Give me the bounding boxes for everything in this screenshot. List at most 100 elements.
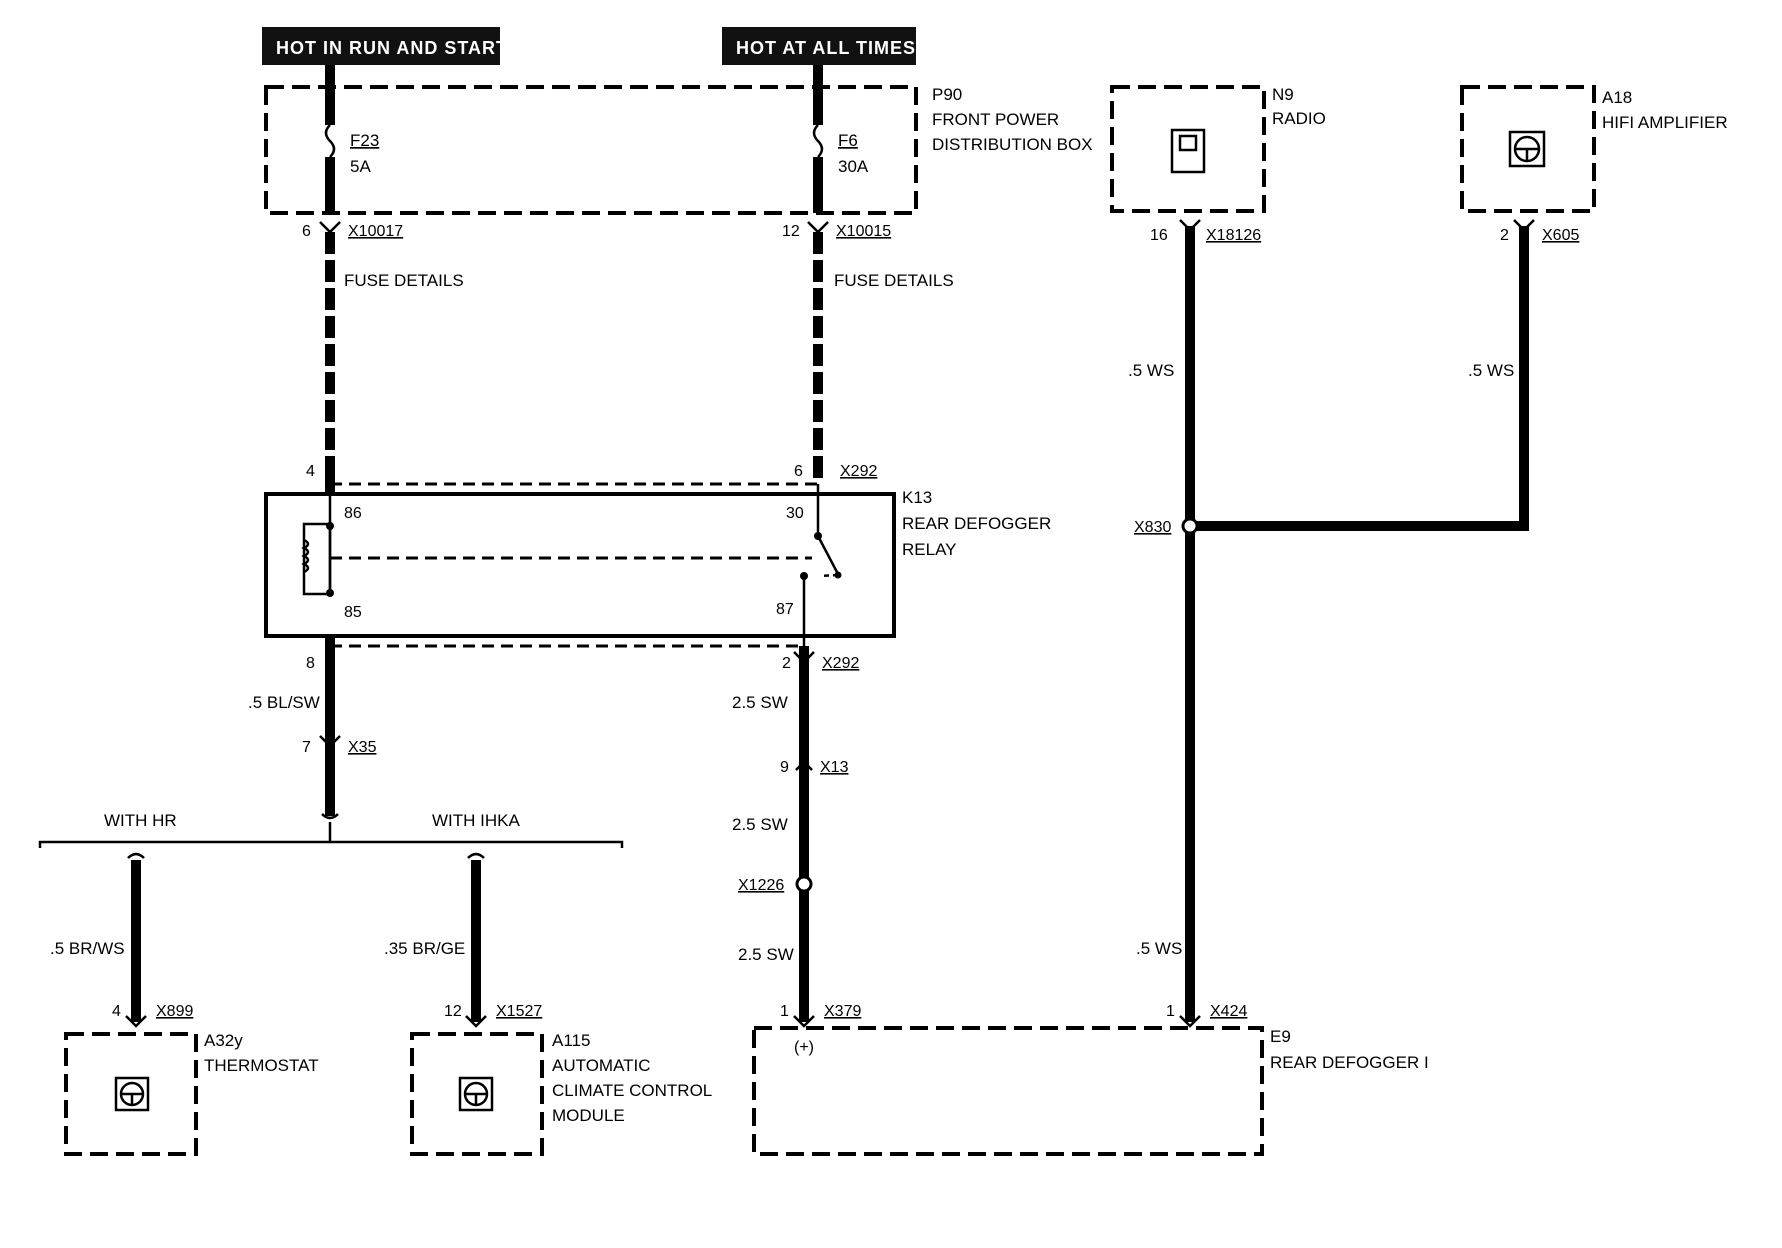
x18126-name: X18126 [1206,227,1261,244]
p90-name-line2: DISTRIBUTION BOX [932,135,1093,154]
option-bracket [38,840,624,848]
connector-x10015-icon [807,221,829,234]
a32y-id: A32y [204,1031,243,1050]
fuse-f23-id: F23 [350,131,379,150]
splice-x830-icon [1181,517,1199,535]
wire-sw-label-1: 2.5 SW [732,693,788,712]
x292-bottom-pin-left: 8 [306,655,315,672]
k13-id: K13 [902,488,932,507]
branch-hr-hook [127,852,145,859]
n9-id: N9 [1272,85,1294,104]
e9-plus-terminal: (+) [794,1039,814,1056]
splice-option-icon [321,813,339,820]
a115-climate-module-box [410,1032,544,1156]
x35-pin: 7 [302,739,311,756]
p90-name-line1: FRONT POWER [932,110,1059,129]
e9-name: REAR DEFOGGER I [1270,1053,1429,1072]
x13-name: X13 [820,759,849,776]
a18-amplifier-box [1460,85,1596,213]
fuse-f6-icon [812,124,824,158]
x13-pin: 9 [780,759,789,776]
radio-unit-icon [1170,128,1206,174]
a115-name-line1: AUTOMATIC [552,1056,651,1075]
fuse-details-left-label: FUSE DETAILS [344,271,464,290]
x10015-pin: 12 [782,223,800,240]
fuse-details-right-label: FUSE DETAILS [834,271,954,290]
a18-id: A18 [1602,88,1632,107]
n9-radio-box [1110,85,1266,213]
wire-br-ge-label: .35 BR/GE [384,939,465,958]
x830-name: X830 [1134,519,1171,536]
branch-ihka-hook [467,852,485,859]
splice-x1226-icon [795,875,813,893]
p90-id: P90 [932,85,962,104]
k13-relay-box [264,492,896,638]
connector-x292-bottom-icon [793,651,815,664]
e9-rear-defogger-box [752,1026,1264,1156]
fuse-f6-id: F6 [838,131,858,150]
x292-top-pin-left: 4 [306,463,315,480]
connector-x424-icon [1179,1015,1201,1028]
k13-name-line1: REAR DEFOGGER [902,514,1051,533]
p90-distribution-box [264,85,918,215]
x292-top-name: X292 [840,463,877,480]
x18126-pin: 16 [1150,227,1168,244]
x424-name: X424 [1210,1003,1247,1020]
x605-pin: 2 [1500,227,1509,244]
x899-pin: 4 [112,1003,121,1020]
a32y-thermostat-box [64,1032,198,1156]
a32y-name: THERMOSTAT [204,1056,319,1075]
k13-coil-icon [301,538,310,574]
connector-x379-icon [793,1015,815,1028]
e9-id: E9 [1270,1027,1291,1046]
fuse-f23-rating: 5A [350,157,371,176]
wire-sw-label-3: 2.5 SW [738,945,794,964]
k13-switch-contact [816,535,840,575]
with-ihka-label: WITH IHKA [432,811,520,830]
connector-x10017-icon [319,221,341,234]
x292-top-pin-right: 6 [794,463,803,480]
x424-pin: 1 [1166,1003,1175,1020]
connector-x899-icon [125,1015,147,1028]
x10017-name: X10017 [348,223,403,240]
fuse-f6-rating: 30A [838,157,869,176]
x379-name: X379 [824,1003,861,1020]
k13-pin87-label: 87 [776,601,794,618]
header-all-times-text: HOT AT ALL TIMES [736,38,916,58]
header-run-start-text: HOT IN RUN AND START [276,38,508,58]
x35-name: X35 [348,739,377,756]
wire-bl-sw-label: .5 BL/SW [248,693,320,712]
x1527-pin: 12 [444,1003,462,1020]
connector-x1527-icon [465,1015,487,1028]
wire-ws-amplifier-label: .5 WS [1468,361,1514,380]
header-hot-at-all-times: HOT AT ALL TIMES [722,27,916,65]
a115-id: A115 [552,1031,590,1050]
x292-bottom-pin-right: 2 [782,655,791,672]
k13-pin30-label: 30 [786,505,804,522]
wire-br-ws-label: .5 BR/WS [50,939,125,958]
header-hot-in-run-and-start: HOT IN RUN AND START [262,27,508,65]
climate-module-icon [458,1076,494,1112]
connector-x35-icon [319,735,341,748]
a115-name-line3: MODULE [552,1106,625,1125]
a115-name-line2: CLIMATE CONTROL [552,1081,712,1100]
k13-switch-gap [819,573,839,578]
a18-name: HIFI AMPLIFIER [1602,113,1728,132]
k13-pin85-label: 85 [344,604,362,621]
x10017-pin: 6 [302,223,311,240]
x379-pin: 1 [780,1003,789,1020]
wire-ws-bottom-label: .5 WS [1136,939,1182,958]
wire-ws-radio-label: .5 WS [1128,361,1174,380]
with-hr-label: WITH HR [104,811,177,830]
wire-sw-label-2: 2.5 SW [732,815,788,834]
x10015-name: X10015 [836,223,891,240]
x605-name: X605 [1542,227,1579,244]
connector-x13-icon [795,760,813,771]
k13-pin86-label: 86 [344,505,362,522]
k13-name-line2: RELAY [902,540,957,559]
fuse-f23-icon [324,124,336,158]
x899-name: X899 [156,1003,193,1020]
x1527-name: X1527 [496,1003,542,1020]
thermostat-module-icon [114,1076,150,1112]
